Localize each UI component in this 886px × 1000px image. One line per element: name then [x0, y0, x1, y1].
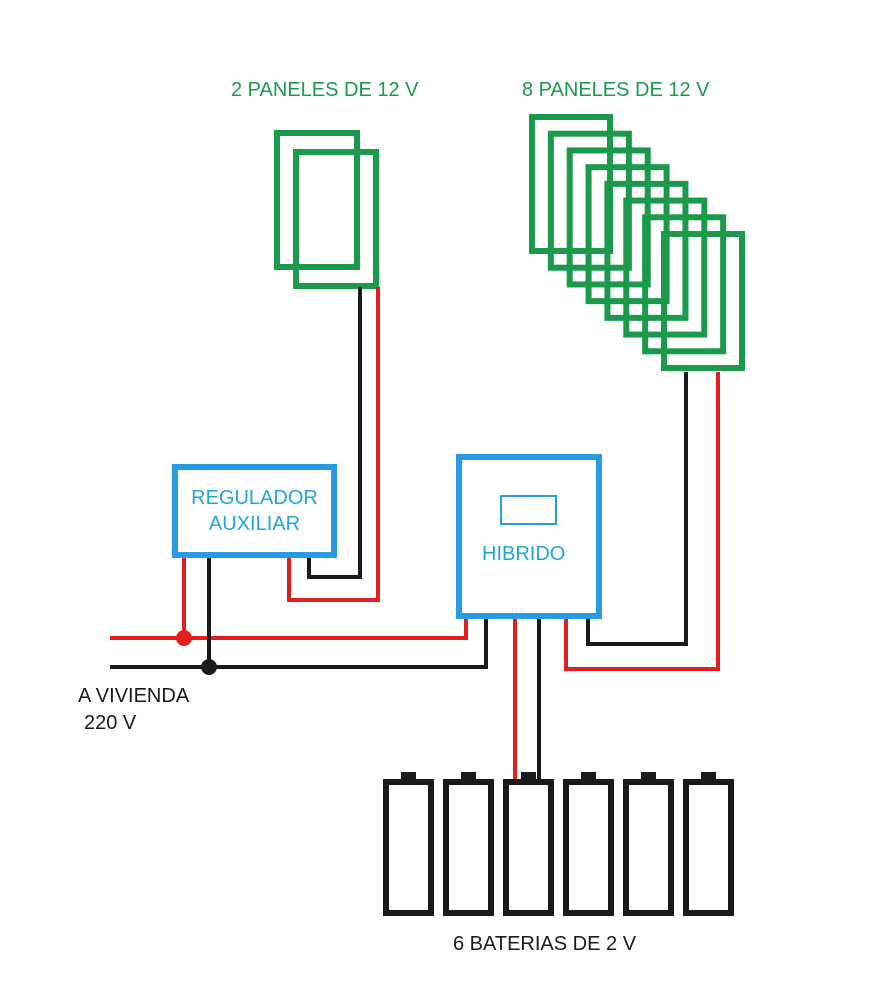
regulator-label: REGULADOR AUXILIAR: [178, 485, 331, 537]
battery-terminal: [701, 772, 716, 780]
battery-cell: [383, 779, 434, 916]
hybrid-label: HIBRIDO: [482, 543, 566, 565]
house-negative-line: [110, 616, 488, 669]
solar-panel: [642, 214, 727, 355]
battery-terminal: [581, 772, 596, 780]
large-panels-positive-wire: [564, 372, 720, 671]
battery-bank: [383, 772, 734, 916]
battery-cell: [443, 779, 494, 916]
battery-cell: [623, 779, 674, 916]
battery-terminal: [401, 772, 416, 780]
large-panels-negative-wire: [586, 372, 688, 646]
regulator-label-line2: AUXILIAR: [208, 513, 301, 535]
small-panel-group: [274, 130, 379, 289]
small-panels-positive-wire: [287, 287, 380, 602]
battery-cell: [503, 779, 554, 916]
hybrid-display: [500, 495, 557, 525]
home-label-line2: 220 V: [84, 712, 137, 734]
regulator-box: [172, 464, 337, 558]
batteries-label: 6 BATERIAS DE 2 V: [453, 933, 637, 955]
positive-junction-dot: [176, 630, 192, 646]
house-positive-line: [110, 616, 468, 640]
battery-cell: [683, 779, 734, 916]
wires: [110, 287, 720, 780]
solar-panel: [293, 149, 379, 289]
small-panels-negative-wire: [307, 287, 362, 579]
battery-cell: [563, 779, 614, 916]
large-panels-label: 8 PANELES DE 12 V: [522, 79, 710, 101]
regulator-label-line1: REGULADOR: [191, 487, 318, 509]
hybrid-box: [456, 454, 602, 619]
home-label-line1: A VIVIENDA: [78, 685, 190, 707]
battery-terminal: [641, 772, 656, 780]
battery-terminal: [521, 772, 536, 780]
negative-junction-dot: [201, 659, 217, 675]
small-panels-label: 2 PANELES DE 12 V: [231, 79, 419, 101]
solar-panel: [274, 130, 360, 270]
large-panel-group: [529, 114, 745, 371]
battery-terminal: [461, 772, 476, 780]
solar-panel: [661, 231, 745, 371]
